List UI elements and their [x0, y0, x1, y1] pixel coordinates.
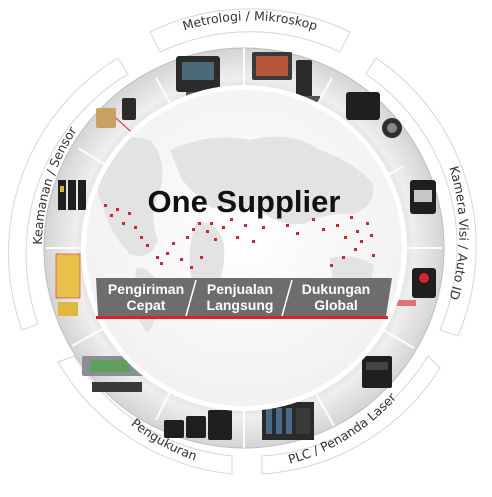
location-dots	[104, 204, 375, 269]
pillar-global-support: Dukungan Global	[302, 281, 370, 313]
pillar-direct-sales: Penjualan Langsung	[207, 281, 274, 313]
pillar-band	[96, 278, 392, 319]
light-curtain-image	[55, 253, 81, 316]
pillar-direct-sales-line2: Langsung	[207, 297, 274, 313]
laser-marker-image	[362, 356, 392, 388]
pillar-fast-delivery: Pengiriman Cepat	[108, 281, 184, 313]
barcode-scanner-image	[396, 268, 436, 306]
outer-frame	[8, 8, 477, 475]
measurement-head-image	[164, 410, 232, 440]
plc-image	[262, 402, 314, 440]
code-reader-image	[410, 180, 436, 214]
vision-camera-image	[346, 92, 402, 138]
accent-underline	[96, 316, 388, 319]
pillar-direct-sales-line1: Penjualan	[207, 281, 273, 297]
center-title: One Supplier	[148, 184, 341, 219]
pillar-fast-delivery-line2: Cepat	[127, 297, 166, 313]
pillar-fast-delivery-line1: Pengiriman	[108, 281, 184, 297]
fiber-sensor-image	[58, 180, 86, 210]
pillar-global-support-line1: Dukungan	[302, 281, 370, 297]
pillar-global-support-line2: Global	[314, 297, 358, 313]
